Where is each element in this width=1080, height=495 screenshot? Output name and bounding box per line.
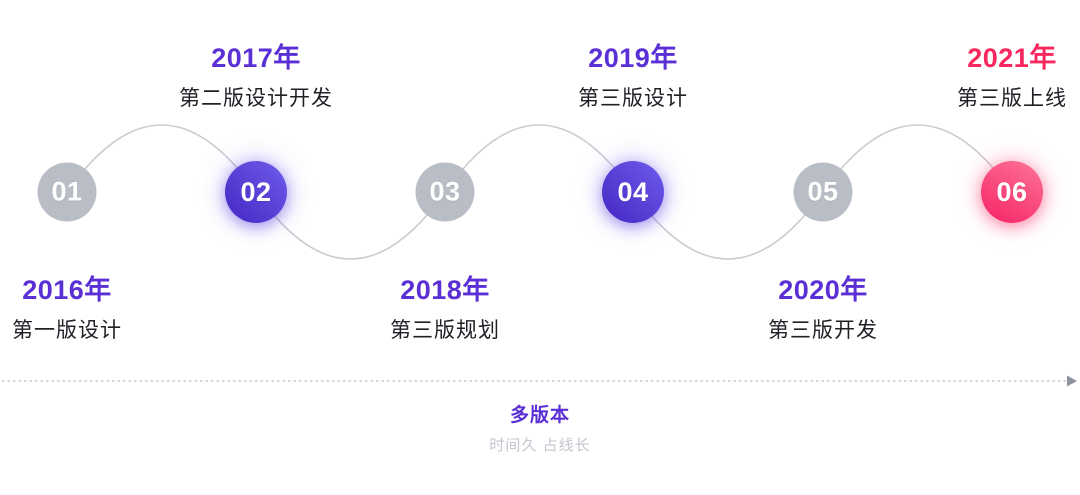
timeline-node-03: 03 (415, 162, 475, 222)
timeline-node-04: 04 (602, 161, 664, 223)
milestone-description: 第一版设计 (12, 319, 122, 342)
node-number: 02 (240, 176, 272, 207)
timeline-node-06: 06 (981, 161, 1043, 223)
milestone-label-2020: 2020年 第三版开发 (663, 274, 983, 343)
summary-subtitle: 时间久 占线长 (489, 437, 591, 454)
node-number: 06 (996, 176, 1028, 207)
node-number: 04 (617, 176, 649, 207)
milestone-year: 2018年 (400, 275, 490, 305)
summary-title: 多版本 (509, 405, 570, 426)
milestone-year: 2016年 (22, 275, 112, 305)
node-number: 01 (51, 176, 83, 207)
milestone-year: 2020年 (778, 275, 868, 305)
milestone-label-2016: 2016年 第一版设计 (0, 274, 227, 343)
arrow-right-icon (1067, 375, 1077, 387)
milestone-label-2019: 2019年 第三版设计 (473, 42, 793, 111)
milestone-description: 第三版上线 (957, 87, 1067, 110)
milestone-year: 2021年 (967, 43, 1057, 73)
milestone-label-2018: 2018年 第三版规划 (285, 274, 605, 343)
milestone-label-2021: 2021年 第三版上线 (852, 42, 1080, 111)
node-number: 05 (807, 176, 839, 207)
milestone-description: 第三版开发 (768, 319, 878, 342)
timeline-node-01: 01 (37, 162, 97, 222)
wave-line (66, 124, 1013, 260)
milestone-description: 第三版规划 (390, 319, 500, 342)
milestone-description: 第三版设计 (578, 87, 688, 110)
milestone-description: 第二版设计开发 (179, 87, 333, 110)
summary-caption: 多版本 时间久 占线长 (0, 404, 1080, 455)
milestone-label-2017: 2017年 第二版设计开发 (96, 42, 416, 111)
timeline-node-05: 05 (793, 162, 853, 222)
milestone-year: 2017年 (211, 43, 301, 73)
milestone-year: 2019年 (588, 43, 678, 73)
node-number: 03 (429, 176, 461, 207)
timeline-node-02: 02 (225, 161, 287, 223)
